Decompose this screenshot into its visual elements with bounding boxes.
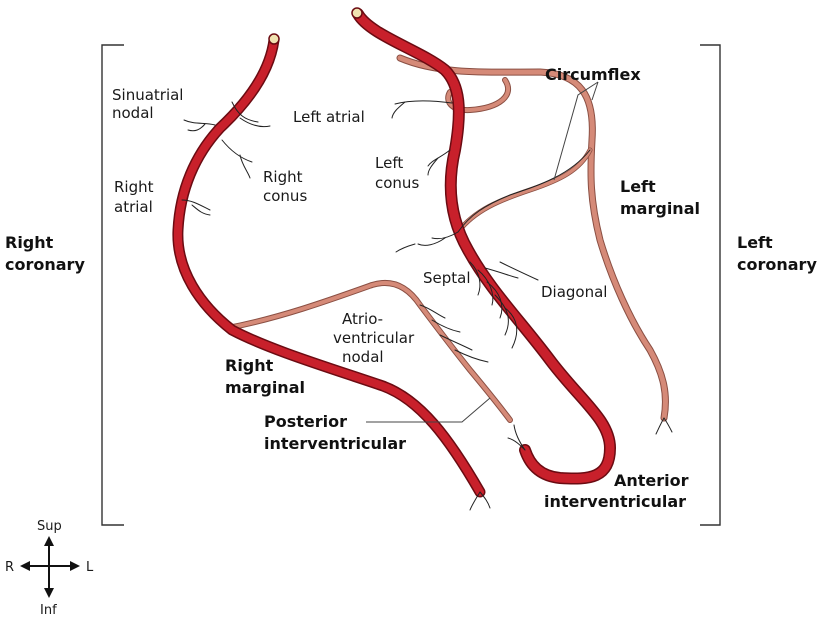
label-left-marginal: Left marginal <box>620 177 700 218</box>
label-diagonal: Diagonal <box>541 283 607 301</box>
label-av-line1: Atrio- <box>342 310 383 328</box>
label-right-marginal-line1: Right <box>225 356 274 375</box>
orient-l-label: L <box>86 560 94 575</box>
small-vessel-twigs <box>182 101 672 510</box>
label-anterior-iv-line1: Anterior <box>614 471 689 490</box>
label-left-marginal-line1: Left <box>620 177 656 196</box>
label-right-coronary-line2: coronary <box>5 255 85 274</box>
orientation-compass: Sup Inf R L <box>5 519 94 618</box>
orient-r-label: R <box>5 560 14 575</box>
compass-arrows-icon <box>20 536 80 598</box>
label-left-conus-line2: conus <box>375 174 419 192</box>
label-left-coronary-line2: coronary <box>737 255 817 274</box>
label-right-atrial: Right atrial <box>114 178 154 216</box>
label-septal: Septal <box>423 269 471 287</box>
label-posterior-iv-line1: Posterior <box>264 412 347 431</box>
label-right-conus-line1: Right <box>263 168 303 186</box>
label-posterior-interventricular: Posterior interventricular <box>264 412 406 453</box>
label-av-line2: ventricular <box>333 329 415 347</box>
label-anterior-iv-line2: interventricular <box>544 492 686 511</box>
label-right-marginal: Right marginal <box>225 356 305 397</box>
label-av-line3: nodal <box>342 348 384 366</box>
label-right-conus-line2: conus <box>263 187 307 205</box>
label-circumflex: Circumflex <box>545 65 641 84</box>
label-left-atrial-right: Left atrial <box>293 108 365 126</box>
label-left-coronary: Left coronary <box>737 233 817 274</box>
label-left-conus: Left conus <box>375 154 419 192</box>
orient-inf-label: Inf <box>40 603 57 618</box>
label-right-conus: Right conus <box>263 168 307 205</box>
label-sinuatrial-line2: nodal <box>112 104 154 122</box>
label-atrioventricular-nodal: Atrio- ventricular nodal <box>333 310 415 366</box>
label-posterior-iv-line2: interventricular <box>264 434 406 453</box>
label-sinuatrial-line1: Sinuatrial <box>112 86 183 104</box>
label-right-coronary: Right coronary <box>5 233 85 274</box>
label-right-coronary-line1: Right <box>5 233 54 252</box>
orient-sup-label: Sup <box>37 519 62 534</box>
label-right-atrial-line2: atrial <box>114 198 153 216</box>
label-right-marginal-line2: marginal <box>225 378 305 397</box>
left-coronary-bracket <box>700 45 720 525</box>
label-left-marginal-line2: marginal <box>620 199 700 218</box>
label-right-atrial-line1: Right <box>114 178 154 196</box>
label-left-conus-line1: Left <box>375 154 403 172</box>
label-sinuatrial-nodal: Sinuatrial nodal <box>112 86 183 122</box>
label-left-coronary-line1: Left <box>737 233 773 252</box>
